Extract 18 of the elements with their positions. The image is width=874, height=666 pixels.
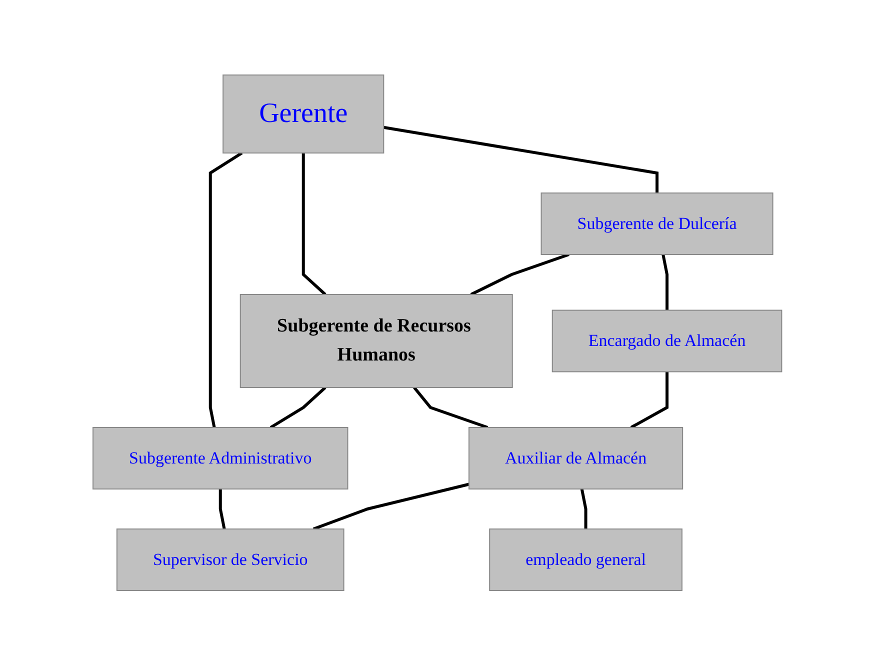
- connector: [412, 386, 488, 430]
- connector: [580, 488, 587, 530]
- connector: [470, 253, 570, 296]
- node-box: Subgerente Administrativo: [92, 427, 348, 490]
- connector: [383, 126, 658, 194]
- connector: [218, 489, 226, 530]
- node-box: Gerente: [222, 74, 384, 154]
- connector: [312, 483, 469, 531]
- connector: [208, 152, 242, 428]
- node-box: Encargado de Almacén: [552, 310, 782, 372]
- node-box: Auxiliar de Almacén: [468, 427, 683, 490]
- connector: [302, 153, 326, 296]
- connector: [270, 386, 326, 430]
- node-box: Subgerente de Dulcería: [540, 192, 773, 256]
- connector: [661, 254, 668, 310]
- node-box: Subgerente de Recursos Humanos: [240, 294, 512, 388]
- node-box: Supervisor de Servicio: [116, 528, 344, 592]
- node-box: empleado general: [488, 528, 682, 592]
